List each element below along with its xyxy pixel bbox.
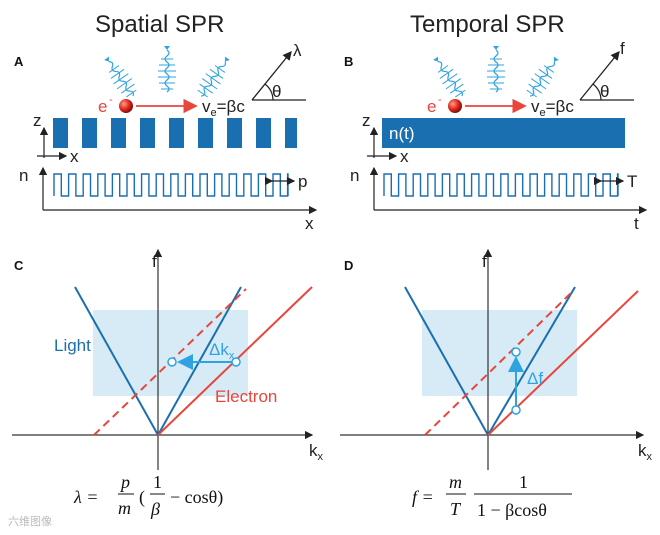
formula-d: f = m T 1 1 − βcosθ (412, 472, 572, 520)
formula-c: λ = p m ( 1 β − cosθ) (73, 472, 223, 519)
svg-text:(: ( (139, 487, 145, 508)
electron-ball-b (448, 99, 462, 113)
svg-text:x: x (400, 147, 409, 166)
lambda-label: λ (293, 41, 302, 60)
svg-text:e: e (427, 97, 436, 116)
emitted-light-icon (98, 45, 236, 102)
electron-shifted-line-d (424, 291, 573, 436)
theta-label-a: θ (272, 82, 281, 101)
delta-f-label: Δf (527, 369, 543, 388)
electron-label: Electron (215, 387, 277, 406)
light-line-right-d (487, 286, 576, 436)
svg-text:m: m (449, 472, 462, 492)
svg-text:z: z (362, 111, 371, 130)
light-line-left-d (404, 286, 489, 436)
dispersion-plot-c: f kx Δkx Light Electron (12, 248, 324, 470)
period-T-label: T (627, 172, 637, 191)
svg-text:x: x (305, 214, 314, 233)
f-angle-label: f (620, 39, 625, 58)
emitted-light-icon-b (427, 45, 565, 102)
axes-zx-a: z x (33, 111, 79, 166)
title-spatial-spr: Spatial SPR (95, 11, 224, 38)
svg-text:-: - (109, 94, 113, 106)
electron-b: e - ve=βc (427, 94, 574, 119)
svg-text:e: e (98, 97, 107, 116)
svg-text:1: 1 (519, 472, 528, 492)
panel-label-a: A (14, 54, 24, 69)
kx-label-c: kx (309, 441, 324, 463)
velocity-label-b: ve=βc (531, 97, 574, 119)
svg-text:n: n (19, 166, 28, 185)
panel-label-b: B (344, 54, 353, 69)
svg-text:β: β (150, 499, 160, 519)
svg-text:n: n (350, 166, 359, 185)
title-temporal-spr: Temporal SPR (410, 11, 565, 38)
slab-b: n(t) (382, 118, 625, 148)
svg-text:λ =: λ = (73, 487, 98, 507)
kx-label-d: kx (638, 441, 653, 463)
svg-text:f =: f = (412, 487, 434, 507)
electron-ball-a (119, 99, 133, 113)
dispersion-plot-d: f kx Δf (340, 248, 653, 470)
grating-a (53, 118, 297, 148)
velocity-label-a: ve=βc (202, 97, 245, 119)
period-p-label: p (298, 172, 307, 191)
angle-diagram-b: f θ (579, 39, 634, 101)
light-label: Light (54, 336, 91, 355)
shaded-region-c (93, 310, 248, 396)
watermark: 六维图像 (8, 515, 52, 528)
svg-text:f: f (482, 252, 487, 271)
svg-text:-: - (438, 94, 442, 106)
index-profile-a: n x p (19, 166, 318, 233)
svg-text:x: x (70, 147, 79, 166)
panel-label-d: D (344, 258, 353, 273)
delta-kx-label: Δkx (209, 340, 235, 362)
panel-label-c: C (14, 258, 24, 273)
svg-text:m: m (118, 498, 131, 518)
light-line-left-c (74, 286, 159, 436)
svg-text:T: T (450, 499, 462, 519)
svg-text:1 − βcosθ: 1 − βcosθ (477, 500, 547, 520)
svg-text:1: 1 (153, 472, 162, 492)
axes-zx-b: z x (362, 111, 409, 166)
angle-diagram-a: λ θ (251, 41, 306, 101)
svg-text:z: z (33, 111, 42, 130)
theta-label-b: θ (600, 82, 609, 101)
shaded-region-d (422, 310, 577, 396)
svg-text:− cosθ): − cosθ) (170, 487, 223, 508)
index-profile-b: n t T (350, 166, 648, 233)
svg-text:t: t (634, 214, 639, 233)
svg-text:f: f (152, 252, 157, 271)
electron-a: e - ve=βc (98, 94, 245, 119)
index-nt-label: n(t) (389, 124, 415, 143)
svg-text:p: p (119, 472, 130, 492)
